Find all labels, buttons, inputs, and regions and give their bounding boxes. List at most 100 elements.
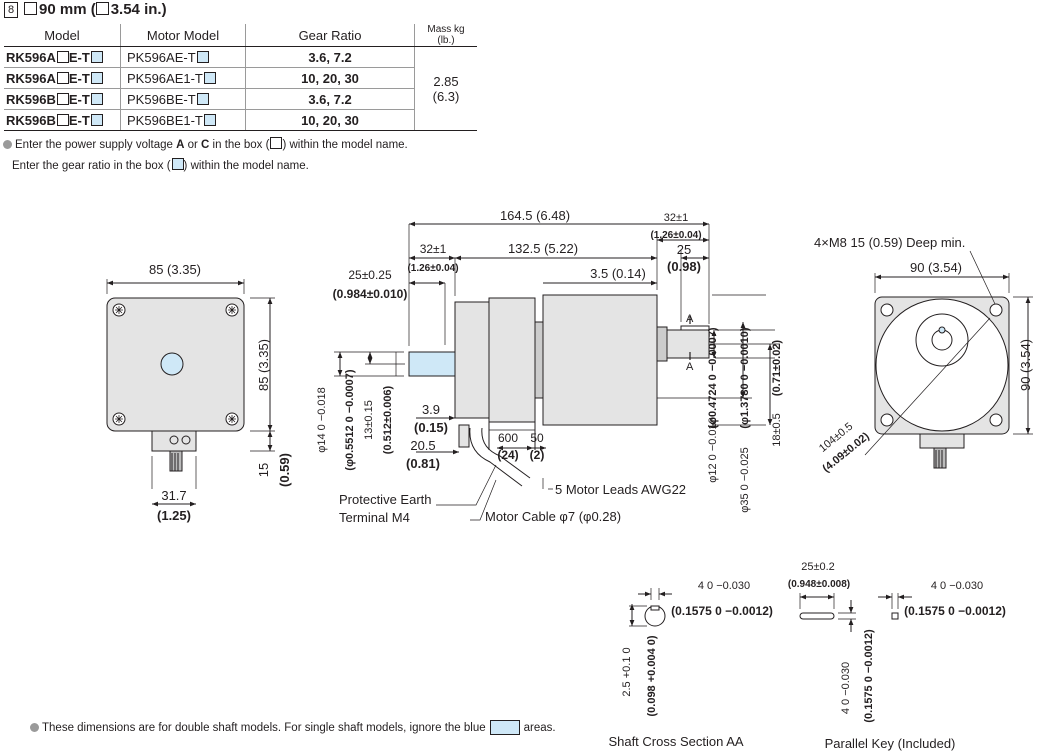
holes-label: 4×M8 15 (0.59) Deep min. — [814, 235, 965, 250]
d50-in-label: (2) — [530, 448, 545, 462]
note-voltage: Enter the power supply voltage A or C in… — [3, 137, 408, 151]
model-prefix: RK596B — [6, 91, 56, 107]
mass-lb: (6.3) — [432, 88, 460, 104]
front-dia-label: φ12 0 −0.018 — [707, 417, 719, 483]
front-dia-in-label: (φ0.4724 0 −0.0007) — [707, 327, 719, 428]
key-caption: Parallel Key (Included) — [825, 736, 956, 751]
mass-kg: 2.85 — [433, 73, 459, 89]
gear-box-icon — [196, 92, 209, 105]
d39-label: 3.9 — [422, 402, 440, 417]
col-mass: Mass kg (lb.) — [414, 24, 477, 47]
voltage-box-icon — [56, 113, 69, 126]
cable-label: Motor Cable φ7 (φ0.28) — [485, 509, 621, 524]
gear-ratio: 10, 20, 30 — [245, 67, 415, 89]
d50-label: 50 — [530, 431, 544, 445]
rear-shaft-in-label: (0.984±0.010) — [333, 287, 408, 301]
key-height-in-label: (0.1575 0 −0.0012) — [863, 629, 875, 723]
d600-label: 600 — [498, 431, 518, 445]
shaft-cross-section — [644, 605, 666, 627]
voltage-box-icon — [56, 71, 69, 84]
footer-note: These dimensions are for double shaft mo… — [30, 720, 556, 735]
model-prefix: RK596A — [6, 70, 56, 86]
blue-area-swatch — [489, 720, 520, 735]
table-row: RK596B E-T PK596BE1-T 10, 20, 30 — [4, 109, 477, 131]
front-width-label: 85 (3.35) — [149, 262, 201, 277]
gear-box-icon — [171, 158, 184, 170]
gear-box-icon — [90, 113, 103, 126]
square-symbol-icon — [95, 2, 109, 15]
square-symbol-icon — [24, 2, 37, 15]
bottom-width-in-label: (1.25) — [157, 508, 191, 523]
rear-length-in-label: (1.26±0.04) — [407, 263, 458, 274]
table-header-row: Model Motor Model Gear Ratio Mass kg (lb… — [4, 24, 477, 47]
voltage-box-icon — [56, 92, 69, 105]
flange-label: 3.5 (0.14) — [590, 266, 646, 281]
mass-cell: 2.85(6.3) — [414, 46, 477, 131]
gear-ratio: 3.6, 7.2 — [245, 46, 415, 68]
col-motor-model: Motor Model — [120, 24, 246, 47]
d39-in-label: (0.15) — [414, 420, 448, 435]
key-len-in-label: (0.948±0.008) — [788, 579, 850, 590]
terminal-height-label: 15 — [256, 463, 271, 477]
d600-in-label: (24) — [497, 448, 518, 462]
key-length-label: 25 — [677, 242, 691, 257]
overall-length-label: 164.5 (6.48) — [500, 208, 570, 223]
gear-ratio: 10, 20, 30 — [245, 109, 415, 131]
voltage-box-icon — [56, 50, 69, 63]
bottom-width-label: 31.7 — [161, 488, 186, 503]
gear-ratio: 3.6, 7.2 — [245, 88, 415, 110]
d205-label: 20.5 — [410, 438, 435, 453]
section-a-top: A — [686, 313, 694, 325]
rear-length-label: 32±1 — [420, 242, 447, 256]
key-len-label: 25±0.2 — [801, 561, 835, 573]
center-label: 18±0.5 — [771, 413, 783, 447]
key-width-in-label: (0.1575 0 −0.0012) — [904, 604, 1006, 618]
gear-box-icon — [196, 50, 209, 63]
model-suffix: E-T — [68, 49, 90, 65]
section-depth-label: 2.5 +0.1 0 — [621, 647, 633, 696]
front-length-label: 32±1 — [664, 212, 688, 224]
section-caption: Shaft Cross Section AA — [608, 734, 743, 749]
leads-label: 5 Motor Leads AWG22 — [555, 482, 686, 497]
motor-model: PK596AE1-T — [127, 70, 203, 86]
key-length-in-label: (0.98) — [667, 259, 701, 274]
header-title-b: 3.54 in.) — [110, 1, 167, 18]
motor-model: PK596AE-T — [127, 49, 196, 65]
rear-dia-in-label: (φ0.5512 0 −0.0007) — [344, 369, 356, 470]
motor-model: PK596BE1-T — [127, 112, 203, 128]
gear-width-label: 90 (3.54) — [910, 260, 962, 275]
model-suffix: E-T — [68, 91, 90, 107]
pe-label-2: Terminal M4 — [339, 510, 410, 525]
section-width-in-label: (0.1575 0 −0.0012) — [671, 604, 773, 618]
col-model: Model — [4, 24, 121, 47]
model-prefix: RK596B — [6, 112, 56, 128]
gear-flange-view — [874, 296, 1010, 469]
terminal-height-in-label: (0.59) — [277, 453, 292, 487]
front-height-label: 85 (3.35) — [256, 339, 271, 391]
key-width-label: 4 0 −0.030 — [931, 580, 983, 592]
rear-shaft-label: 25±0.25 — [348, 268, 392, 282]
section-a-bottom: A — [686, 361, 694, 373]
d205-in-label: (0.81) — [406, 456, 440, 471]
col-gear-ratio: Gear Ratio — [245, 24, 415, 47]
table-row: RK596A E-T PK596AE-T 3.6, 7.2 2.85(6.3) — [4, 46, 477, 131]
spec-table: Model Motor Model Gear Ratio Mass kg (lb… — [4, 24, 477, 131]
motor-side-view — [408, 294, 710, 487]
voltage-box-icon — [270, 137, 283, 149]
gear-height-label: 90 (3.54) — [1018, 339, 1033, 391]
pilot-dia-label: φ35 0 −0.025 — [739, 447, 751, 513]
body-length-label: 132.5 (5.22) — [508, 241, 578, 256]
section-depth-in-label: (0.098 +0.004 0) — [646, 635, 658, 716]
pe-label-1: Protective Earth — [339, 492, 432, 507]
gear-box-icon — [90, 50, 103, 63]
model-suffix: E-T — [68, 112, 90, 128]
motor-front-view — [106, 297, 245, 472]
header-title-a: 90 mm ( — [39, 1, 96, 18]
gear-box-icon — [90, 71, 103, 84]
pilot-dia-in-label: (φ1.3780 0 −0.0010) — [739, 327, 751, 428]
rear-flat-label: 13±0.15 — [363, 400, 375, 440]
gear-box-icon — [203, 71, 216, 84]
